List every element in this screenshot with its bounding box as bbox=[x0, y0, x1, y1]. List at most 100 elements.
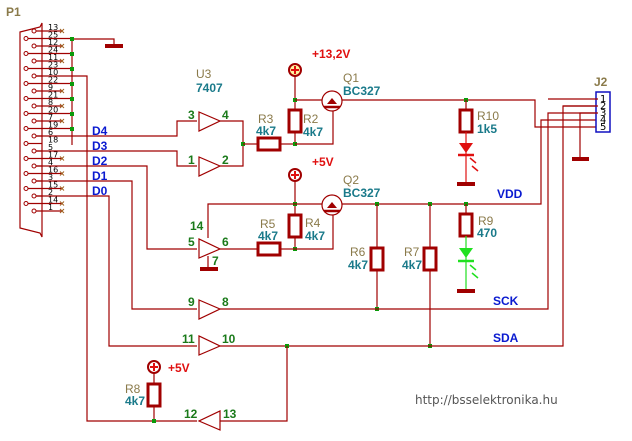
p1-pin-label: 6 bbox=[48, 128, 53, 137]
wire-q1-collector-j2-5 bbox=[342, 99, 598, 128]
p1-pin-23 bbox=[23, 66, 29, 71]
p1-pin-12 bbox=[31, 43, 37, 49]
resistor-r5 bbox=[256, 241, 282, 257]
q2-value: BC327 bbox=[343, 186, 381, 200]
p1-pin-label: 5 bbox=[48, 143, 53, 152]
p1-pin-8 bbox=[31, 103, 37, 109]
net-label-d2: D2 bbox=[92, 154, 108, 168]
p1-pin-label: 20 bbox=[48, 106, 58, 115]
p1-pin-label: 16 bbox=[48, 166, 58, 175]
p1-pin-label: 19 bbox=[48, 121, 58, 130]
p1-pin-4 bbox=[31, 163, 37, 169]
r9-value: 470 bbox=[477, 226, 497, 240]
resistor-r3 bbox=[256, 136, 282, 152]
wire-q2-base bbox=[295, 214, 334, 250]
p1-pin-label: 18 bbox=[48, 136, 58, 145]
p1-pin-10 bbox=[31, 73, 37, 79]
wire-j2-3-gnd bbox=[579, 112, 598, 158]
net-label-sck: SCK bbox=[493, 294, 519, 308]
pin-label: 4 bbox=[222, 108, 229, 122]
no-connect-icon bbox=[59, 88, 65, 94]
wire-p1-gnd bbox=[72, 38, 115, 46]
q1-ref: Q1 bbox=[343, 71, 359, 85]
p1-pin-label: 10 bbox=[48, 68, 58, 77]
j2-ref: J2 bbox=[594, 75, 608, 89]
p1-pin-label: 4 bbox=[48, 158, 53, 167]
p1-pin-label: 9 bbox=[48, 83, 53, 92]
led-red-icon bbox=[459, 143, 473, 153]
pin-label: 3 bbox=[188, 108, 195, 122]
wire-vcc-pin14 bbox=[207, 203, 322, 238]
p1-pin-19 bbox=[23, 126, 29, 131]
pin-label: 13 bbox=[223, 407, 237, 421]
r7-value: 4k7 bbox=[402, 258, 422, 272]
pin-label: 10 bbox=[222, 332, 236, 346]
r3-ref: R3 bbox=[258, 112, 274, 126]
u3-ref: U3 bbox=[196, 67, 212, 81]
p1-pin-label: 8 bbox=[48, 98, 53, 107]
pin-label: 6 bbox=[222, 235, 229, 249]
buffer-9-8 bbox=[198, 299, 222, 320]
no-connect-icon bbox=[59, 43, 65, 49]
j2-pin-4: 4 bbox=[600, 115, 606, 126]
p1-pin-label: 1 bbox=[48, 203, 53, 212]
p1-pin-20 bbox=[23, 111, 29, 116]
q2-ref: Q2 bbox=[343, 173, 359, 187]
resistor-r10 bbox=[458, 108, 474, 134]
j2-pin-1: 1 bbox=[600, 94, 606, 105]
r9-ref: R9 bbox=[478, 214, 494, 228]
p1-pin-18 bbox=[23, 141, 29, 146]
r2-ref: R2 bbox=[303, 112, 319, 126]
pin-label: 1 bbox=[188, 153, 195, 167]
no-connect-icon bbox=[59, 103, 65, 109]
p1-pin-3 bbox=[31, 178, 37, 184]
p1-pin-16 bbox=[23, 171, 29, 176]
led-green-icon bbox=[459, 248, 473, 258]
j2-pin-2: 2 bbox=[600, 101, 606, 112]
p1-pin-label: 23 bbox=[48, 61, 58, 70]
pin-label: 9 bbox=[188, 295, 195, 309]
wire-d4 bbox=[36, 120, 197, 137]
p1-pin-label: 15 bbox=[48, 181, 58, 190]
no-connect-icon bbox=[59, 58, 65, 64]
p1-pin-label: 21 bbox=[48, 91, 58, 100]
p1-pin-22 bbox=[23, 81, 29, 86]
u3-value: 7407 bbox=[196, 81, 223, 95]
wire-q1-base bbox=[295, 110, 334, 145]
net-label-vdd: VDD bbox=[497, 187, 523, 201]
r6-value: 4k7 bbox=[348, 258, 368, 272]
r8-ref: R8 bbox=[125, 382, 141, 396]
wire-p1-pin10 bbox=[36, 75, 197, 422]
resistor-r6 bbox=[369, 246, 385, 272]
j2-pin-5: 5 bbox=[600, 122, 606, 133]
p1-pin-label: 24 bbox=[48, 46, 58, 55]
r2-value: 4k7 bbox=[303, 125, 323, 139]
resistor-r7 bbox=[422, 246, 438, 272]
p1-pin-14 bbox=[23, 201, 29, 206]
net-label-d1: D1 bbox=[92, 169, 108, 183]
r10-value: 1k5 bbox=[477, 122, 497, 136]
pin-label: 7 bbox=[212, 254, 219, 268]
p1-pins: 1325122411231022921820719618517416315214… bbox=[23, 23, 72, 214]
no-connect-icon bbox=[59, 118, 65, 124]
p1-pin-label: 3 bbox=[48, 173, 53, 182]
r6-ref: R6 bbox=[350, 245, 366, 259]
p1-pin-label: 7 bbox=[48, 113, 53, 122]
power-label-5v-r8: +5V bbox=[168, 361, 190, 375]
wire-vdd-j2-4 bbox=[342, 119, 598, 205]
wire-sck-j2-3 bbox=[220, 112, 598, 310]
wire-sda-readback bbox=[220, 346, 288, 422]
watermark: http://bsselektronika.hu bbox=[415, 393, 558, 407]
p1-pin-25 bbox=[23, 36, 29, 41]
resistor-r2 bbox=[287, 108, 303, 134]
p1-pin-6 bbox=[31, 133, 37, 139]
net-label-sda: SDA bbox=[493, 331, 519, 345]
p1-pin-1 bbox=[31, 208, 37, 214]
r3-value: 4k7 bbox=[256, 124, 276, 138]
no-connect-icon bbox=[59, 208, 65, 214]
power-label-13v2: +13,2V bbox=[312, 47, 350, 61]
p1-pin-15 bbox=[23, 186, 29, 191]
p1-pin-7 bbox=[31, 118, 37, 124]
